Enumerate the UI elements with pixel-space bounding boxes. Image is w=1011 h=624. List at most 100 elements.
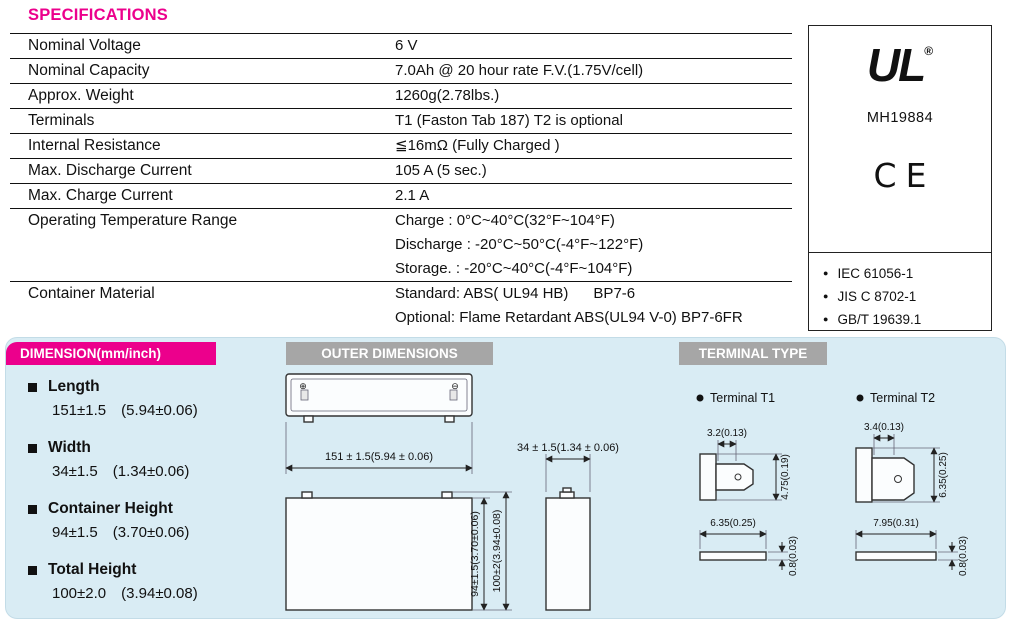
spec-row-container-material: Container Material Standard: ABS( UL94 H… — [10, 281, 792, 330]
spec-label: Operating Temperature Range — [28, 212, 238, 229]
length-dim-label: 151 ± 1.5(5.94 ± 0.06) — [325, 451, 433, 463]
certification-box: UL® MH19884 CE IEC 61056-1 JIS C 8702-1 … — [808, 25, 992, 331]
dimension-mm: 34±1.5 — [52, 463, 98, 480]
dimension-inch: (3.70±0.06) — [112, 524, 190, 541]
spec-value: 105 A (5 sec.) — [395, 162, 487, 179]
standard-item: IEC 61056-1 — [823, 262, 921, 285]
dimension-inch: (3.94±0.08) — [121, 585, 198, 602]
positive-polarity-icon: ⊕ — [299, 381, 307, 391]
temp-discharge-line: Discharge : -20°C~50°C(-4°F~122°F) — [395, 236, 644, 253]
terminal-t2-title: Terminal T2 — [870, 391, 935, 405]
terminal-t2-face-view: 3.4(0.13) 6.35(0.25) — [855, 422, 949, 503]
spec-value: ≦16mΩ (Fully Charged ) — [395, 137, 560, 154]
terminal-t2-side-view: 7.95(0.31) 0.8(0.03) — [855, 518, 969, 576]
dimension-name: Width — [48, 439, 91, 456]
t2-base-dim-label: 7.95(0.31) — [873, 518, 919, 529]
total-height-dimension: 100±2(3.94±0.08) — [453, 491, 512, 611]
spec-row: Max. Discharge Current 105 A (5 sec.) — [10, 158, 792, 183]
terminal-t1-side-view: 6.35(0.25) 0.8(0.03) — [699, 518, 799, 576]
spec-label: Nominal Capacity — [28, 62, 150, 79]
dimension-name: Container Height — [48, 500, 173, 517]
bullet-icon — [856, 394, 864, 402]
total-height-dim-label: 100±2(3.94±0.08) — [491, 510, 503, 593]
dimension-panel: DIMENSION(mm/inch) OUTER DIMENSIONS TERM… — [5, 337, 1006, 619]
dimension-item-width: Width 34±1.5 (1.34±0.06) — [28, 436, 198, 484]
width-dim-label: 34 ± 1.5(1.34 ± 0.06) — [517, 442, 619, 454]
dimension-name: Total Height — [48, 561, 137, 578]
specifications-table: Nominal Voltage 6 V Nominal Capacity 7.0… — [10, 33, 792, 330]
t2-top-dim-label: 3.4(0.13) — [864, 422, 904, 433]
terminal-t1-label: Terminal T1 — [696, 391, 775, 405]
square-bullet-icon — [28, 565, 37, 575]
t1-base-dim-label: 6.35(0.25) — [710, 518, 756, 529]
spec-row: Terminals T1 (Faston Tab 187) T2 is opti… — [10, 108, 792, 133]
spec-value-multiline: Standard: ABS( UL94 HB) BP7-6 Optional: … — [395, 282, 792, 330]
spec-row-operating-temperature: Operating Temperature Range Charge : 0°C… — [10, 208, 792, 281]
battery-front-view — [285, 491, 473, 611]
spec-value: 1260g(2.78lbs.) — [395, 87, 500, 104]
dimension-name: Length — [48, 378, 100, 395]
container-height-dimension: 94±1.5(3.70±0.06) — [469, 497, 512, 611]
bullet-icon — [696, 394, 704, 402]
dimension-item-length: Length 151±1.5 (5.94±0.06) — [28, 375, 198, 423]
outer-dimensions-header: OUTER DIMENSIONS — [286, 342, 493, 365]
dimension-header: DIMENSION(mm/inch) — [6, 342, 216, 365]
dimension-mm: 100±2.0 — [52, 585, 107, 602]
ul-file-number: MH19884 — [866, 110, 934, 126]
spec-value: T1 (Faston Tab 187) T2 is optional — [395, 112, 623, 129]
spec-row: Approx. Weight 1260g(2.78lbs.) — [10, 83, 792, 108]
outer-dimensions-drawing: ⊕ ⊖ 151 ± 1.5(5.94 ± 0.06) 94±1.5(3.70±0… — [285, 373, 619, 611]
spec-row: Nominal Capacity 7.0Ah @ 20 hour rate F.… — [10, 58, 792, 83]
spec-label: Max. Discharge Current — [28, 162, 192, 179]
spec-value: 6 V — [395, 37, 418, 54]
ul-letters: UL — [866, 39, 926, 91]
spec-row: Internal Resistance ≦16mΩ (Fully Charged… — [10, 133, 792, 158]
terminal-t1-title: Terminal T1 — [710, 391, 775, 405]
terminal-t2-label: Terminal T2 — [856, 391, 935, 405]
dimension-inch: (1.34±0.06) — [112, 463, 190, 480]
negative-polarity-icon: ⊖ — [451, 381, 459, 391]
dimension-mm: 94±1.5 — [52, 524, 98, 541]
spec-label: Internal Resistance — [28, 137, 161, 154]
spec-label: Approx. Weight — [28, 87, 134, 104]
temp-storage-line: Storage. : -20°C~40°C(-4°F~104°F) — [395, 260, 633, 277]
ce-mark-icon: CE — [873, 156, 936, 195]
spec-row: Max. Charge Current 2.1 A — [10, 183, 792, 208]
spec-label: Terminals — [28, 112, 95, 129]
t1-thickness-dim-label: 0.8(0.03) — [788, 536, 799, 576]
spec-value: 2.1 A — [395, 187, 430, 204]
t2-thickness-dim-label: 0.8(0.03) — [958, 536, 969, 576]
spec-label: Max. Charge Current — [28, 187, 173, 204]
battery-top-view: ⊕ ⊖ — [285, 373, 473, 423]
divider — [808, 252, 992, 253]
t1-top-dim-label: 3.2(0.13) — [707, 428, 747, 439]
dimension-inch: (5.94±0.06) — [121, 402, 198, 419]
t2-height-dim-label: 6.35(0.25) — [938, 452, 949, 498]
dimension-item-total-height: Total Height 100±2.0 (3.94±0.08) — [28, 558, 198, 606]
t1-height-dim-label: 4.75(0.19) — [780, 454, 791, 500]
width-dimension: 34 ± 1.5(1.34 ± 0.06) — [517, 442, 619, 492]
ul-logo: UL® — [809, 38, 991, 92]
material-standard-line: Standard: ABS( UL94 HB) BP7-6 — [395, 285, 636, 302]
terminal-type-drawing: Terminal T1 Terminal T2 3.2(0.13) 4.75(0… — [696, 391, 969, 576]
terminal-type-header: TERMINAL TYPE — [679, 342, 827, 365]
standard-item: GB/T 19639.1 — [823, 308, 921, 331]
material-optional-line: Optional: Flame Retardant ABS(UL94 V-0) … — [395, 309, 743, 326]
dimension-item-container-height: Container Height 94±1.5 (3.70±0.06) — [28, 497, 198, 545]
square-bullet-icon — [28, 504, 37, 514]
square-bullet-icon — [28, 382, 37, 392]
dimension-list: Length 151±1.5 (5.94±0.06) Width 34±1.5 (1… — [28, 375, 198, 619]
battery-side-view — [545, 487, 591, 611]
spec-value: 7.0Ah @ 20 hour rate F.V.(1.75V/cell) — [395, 62, 644, 79]
square-bullet-icon — [28, 443, 37, 453]
length-dimension: 151 ± 1.5(5.94 ± 0.06) — [285, 422, 473, 474]
spec-value-multiline: Charge : 0°C~40°C(32°F~104°F) Discharge … — [395, 209, 792, 281]
spec-label: Nominal Voltage — [28, 37, 141, 54]
container-height-dim-label: 94±1.5(3.70±0.06) — [469, 511, 481, 597]
dimension-mm: 151±1.5 — [52, 402, 107, 419]
standard-item: JIS C 8702-1 — [823, 285, 921, 308]
standards-list: IEC 61056-1 JIS C 8702-1 GB/T 19639.1 — [823, 262, 921, 331]
registered-mark-icon: ® — [924, 44, 934, 58]
terminal-t1-face-view: 3.2(0.13) 4.75(0.19) — [699, 428, 791, 501]
